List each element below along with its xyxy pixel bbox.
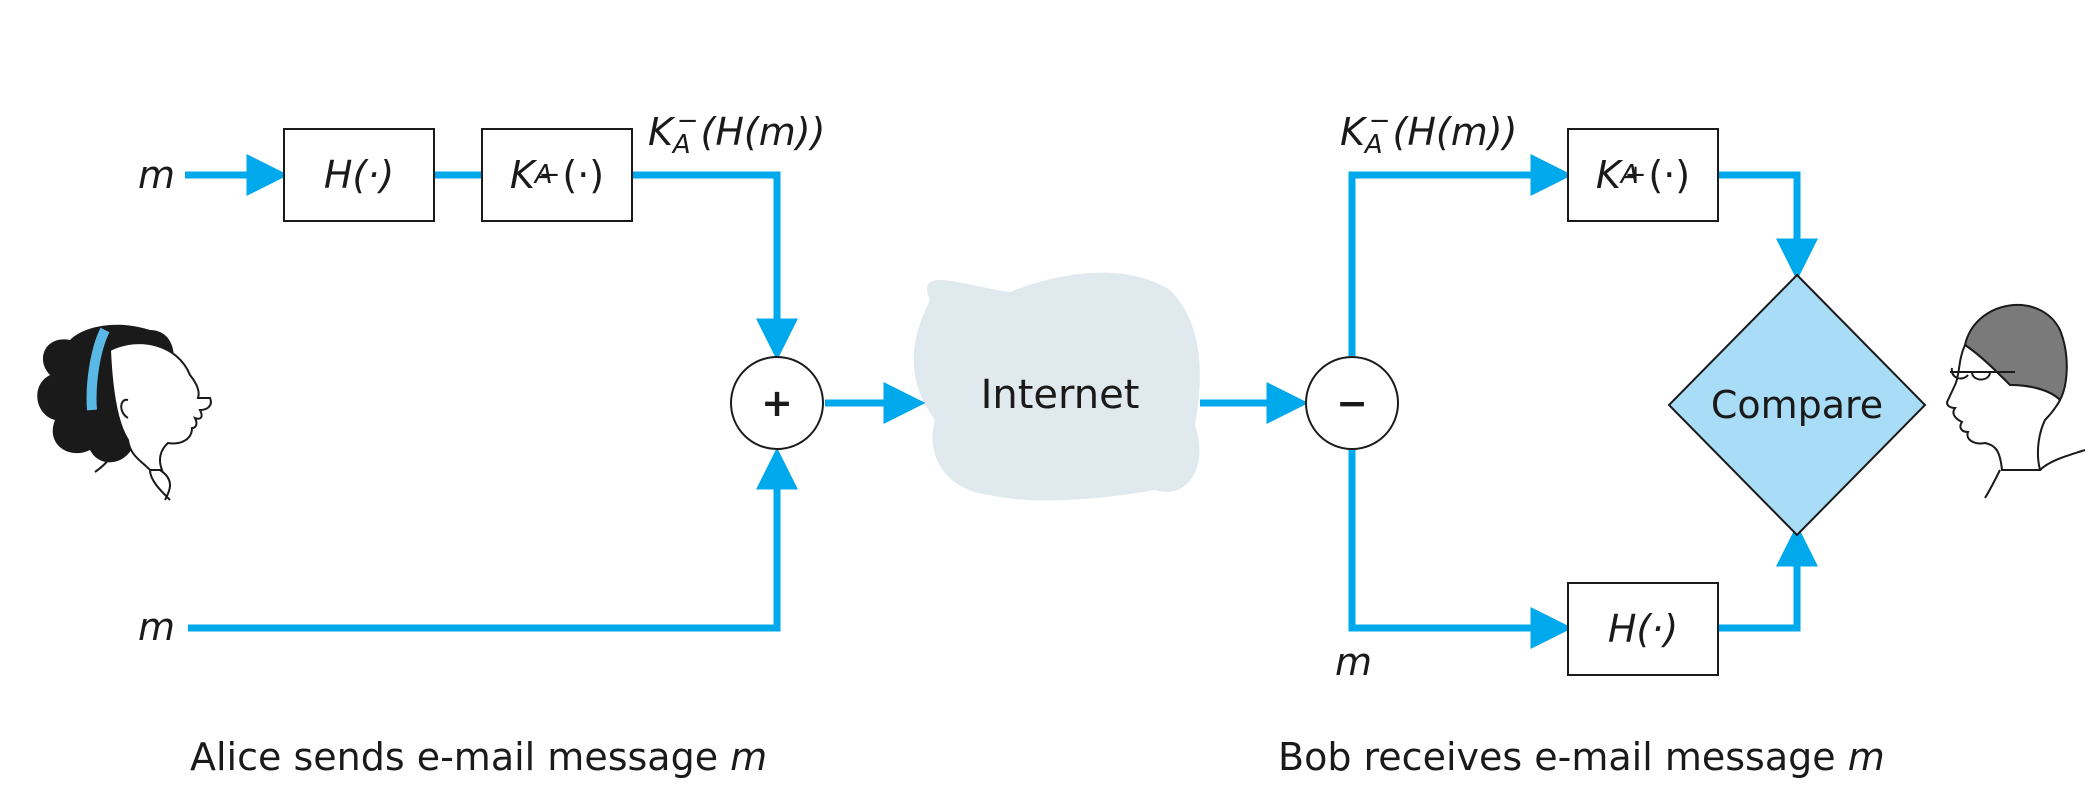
arrow-minus-to-hash xyxy=(1348,450,1573,649)
alice-caption-text: Alice sends e-mail message xyxy=(190,735,731,779)
plus-label: + xyxy=(761,381,793,425)
alice-encrypt-k: K xyxy=(509,153,535,197)
alice-hash-label: H(·) xyxy=(323,153,395,197)
bob-decrypt-k: K xyxy=(1595,153,1621,197)
bob-decrypt-sub: A xyxy=(1620,160,1639,190)
alice-caption: Alice sends e-mail message m xyxy=(190,738,767,776)
arrow-m-to-plus xyxy=(188,447,798,632)
bob-decrypt-sup: + xyxy=(1624,160,1647,190)
bob-decrypt-box xyxy=(1567,128,1719,222)
bob-signed-label: KA−(H(m)) xyxy=(1340,108,1517,158)
compare-label: Compare xyxy=(1710,383,1884,427)
arrow-decrypt-to-compare xyxy=(1718,171,1818,281)
compare-diamond xyxy=(1667,273,1927,537)
bob-figure xyxy=(1946,304,2086,499)
minus-label: − xyxy=(1336,381,1368,425)
bob-signed-arg: (H(m)) xyxy=(1392,110,1518,154)
bob-caption-text: Bob receives e-mail message xyxy=(1278,735,1848,779)
alice-m-top-label: m xyxy=(138,153,176,197)
bob-hash-label: H(·) xyxy=(1607,607,1679,651)
plus-circle xyxy=(730,356,824,450)
bob-caption-var: m xyxy=(1847,735,1885,779)
alice-signed-label: KA−(H(m)) xyxy=(648,108,825,158)
bob-hash-box xyxy=(1567,582,1719,676)
internet-cloud xyxy=(913,272,1200,501)
alice-encrypt-sup: − xyxy=(538,160,561,190)
alice-signed-sub: A xyxy=(672,130,691,160)
alice-hash-box xyxy=(283,128,435,222)
bob-signed-k: K xyxy=(1340,110,1365,154)
arrow-minus-to-decrypt xyxy=(1348,154,1573,356)
bob-signed-sup: − xyxy=(1368,106,1391,136)
alice-encrypt-arg: (·) xyxy=(562,153,605,197)
alice-m-bottom-label: m xyxy=(138,605,176,649)
alice-figure xyxy=(37,324,212,501)
alice-signed-k: K xyxy=(648,110,673,154)
bob-decrypt-arg: (·) xyxy=(1648,153,1691,197)
minus-circle xyxy=(1305,356,1399,450)
bob-caption: Bob receives e-mail message m xyxy=(1278,738,1885,776)
alice-caption-var: m xyxy=(730,735,768,779)
alice-signed-sup: − xyxy=(676,106,699,136)
internet-label: Internet xyxy=(980,372,1140,418)
arrow-hash-to-compare xyxy=(1718,524,1818,632)
alice-signed-arg: (H(m)) xyxy=(700,110,826,154)
bob-signed-sub: A xyxy=(1364,130,1383,160)
arrow-encrypt-to-plus xyxy=(632,171,798,361)
bob-m-label: m xyxy=(1335,640,1373,684)
alice-encrypt-box xyxy=(481,128,633,222)
alice-encrypt-sub: A xyxy=(534,160,553,190)
